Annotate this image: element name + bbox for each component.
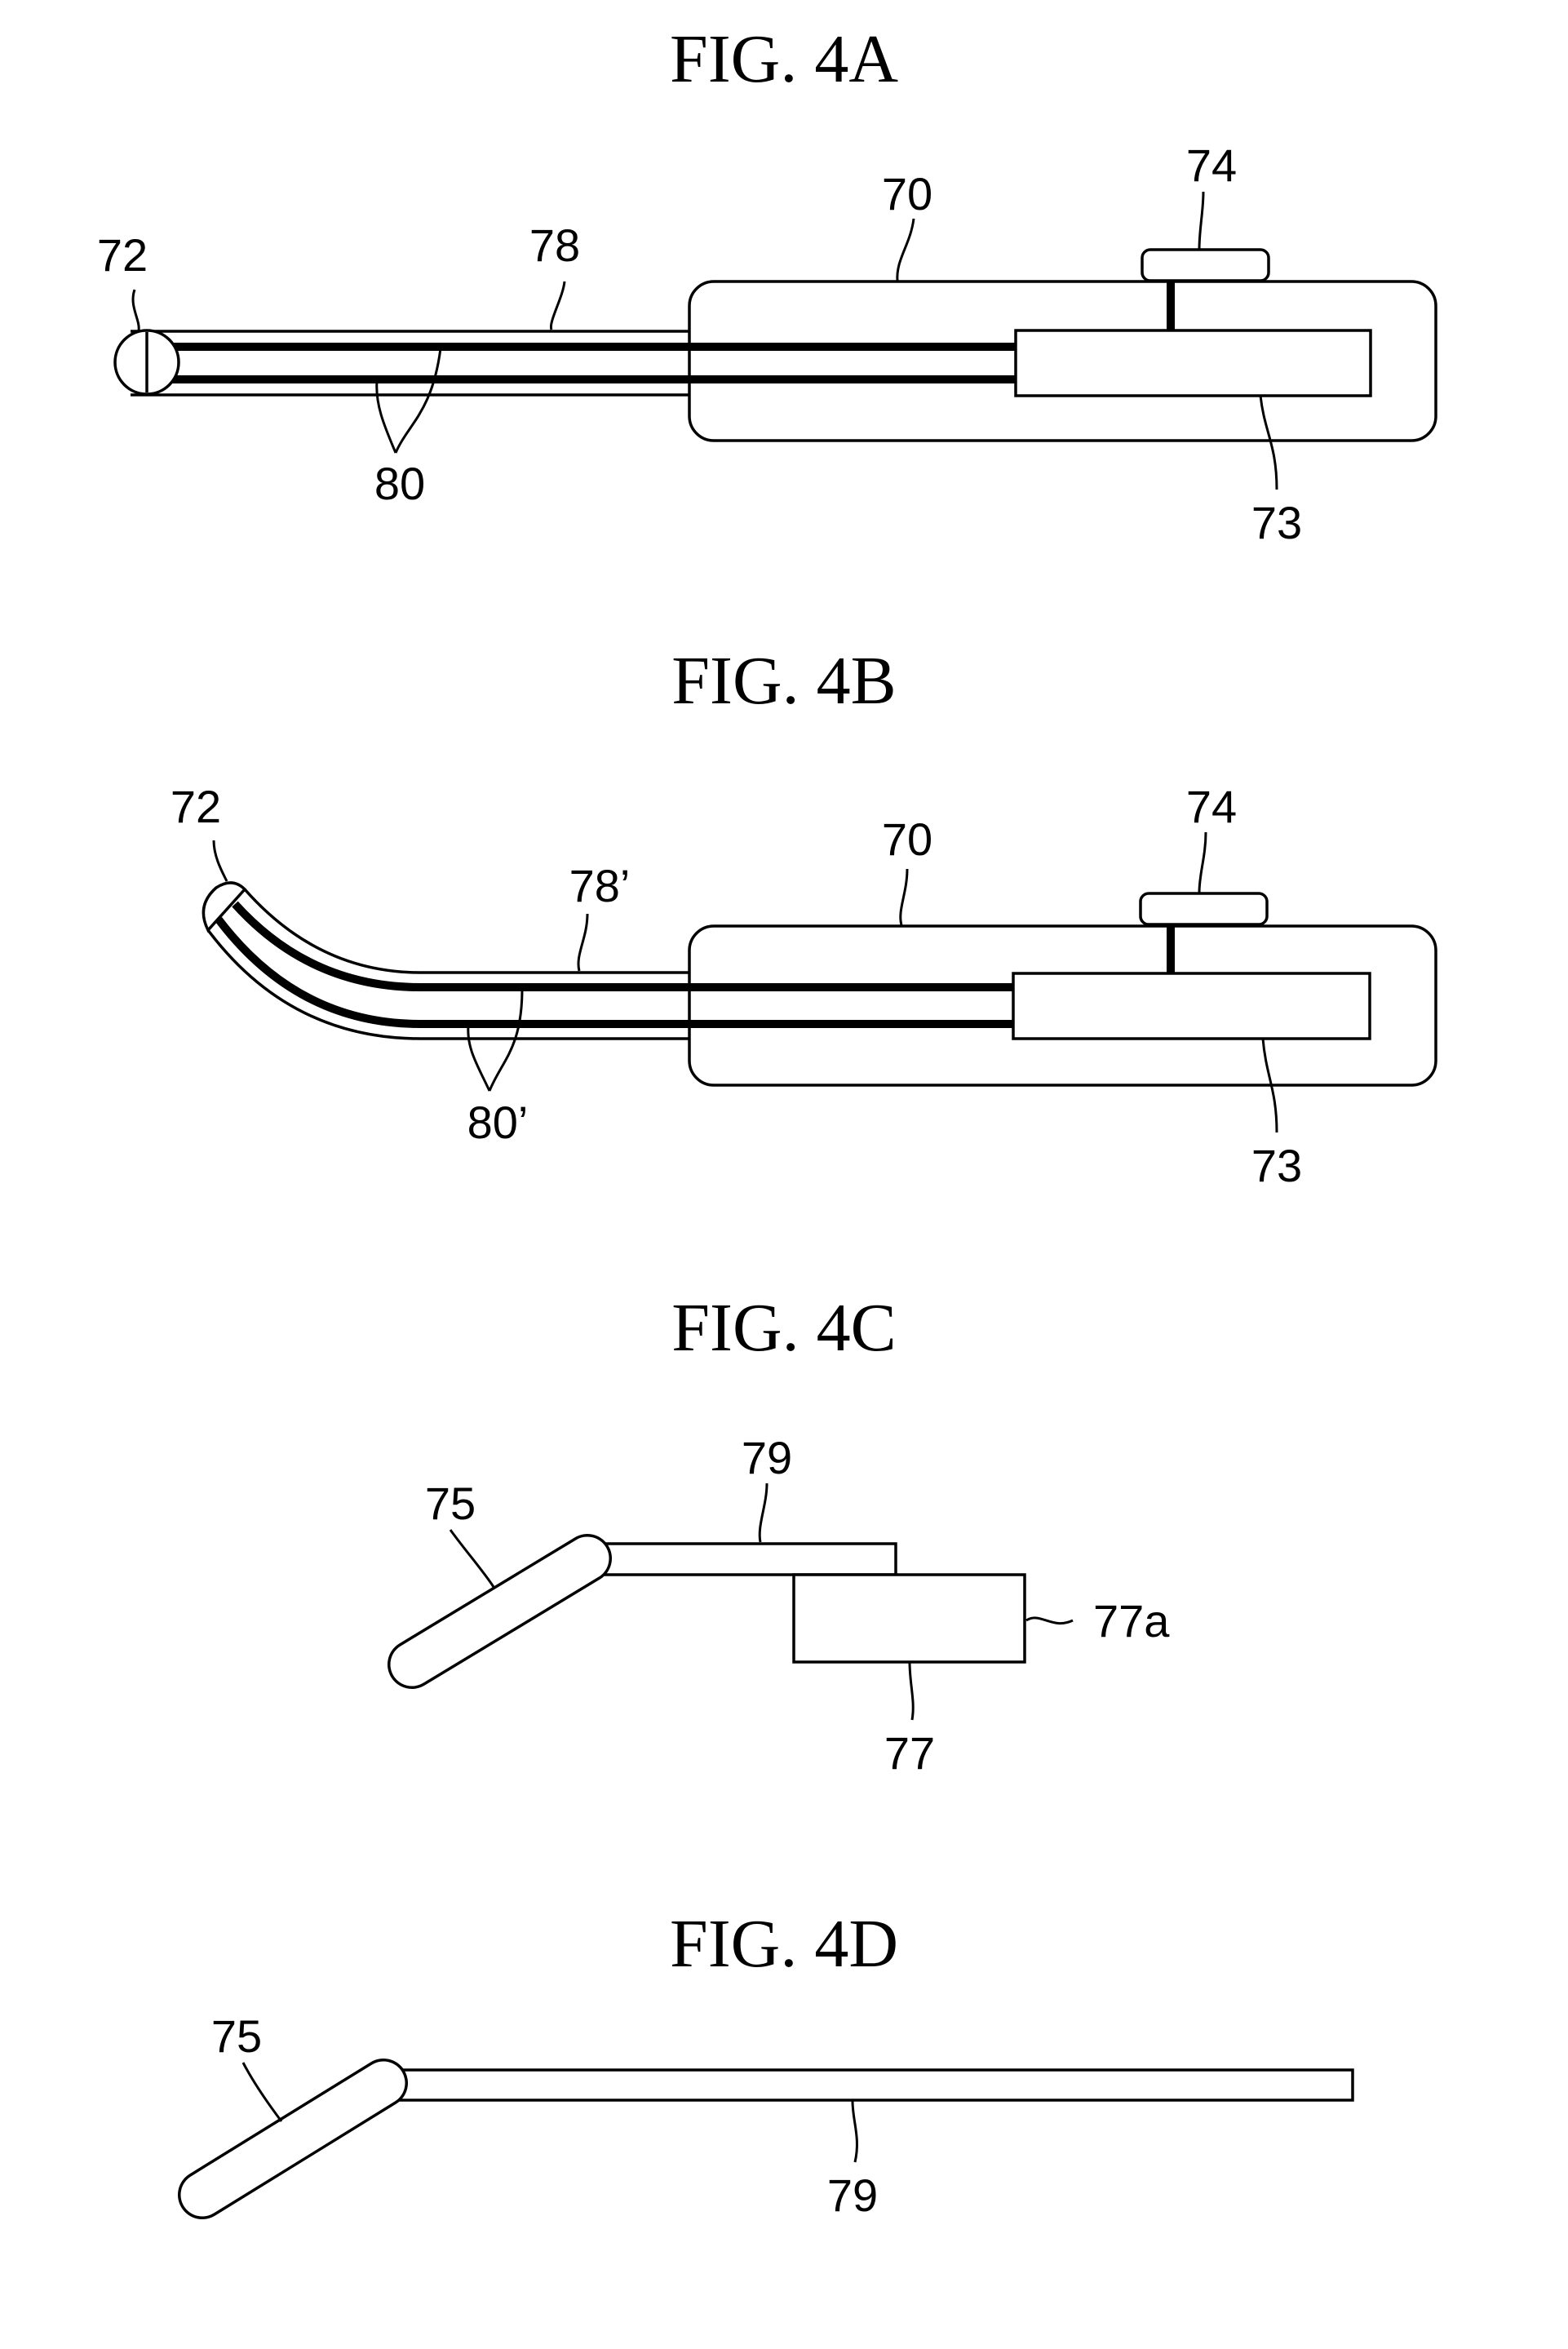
label-78: 78 <box>529 219 580 271</box>
figure-4a: FIG. 4A 72 78 70 74 80 73 <box>97 21 1436 548</box>
leader-78 <box>551 281 565 330</box>
figure-4c-title: FIG. 4C <box>671 1290 896 1366</box>
base-block <box>794 1575 1025 1662</box>
leader-77a <box>1026 1618 1073 1624</box>
figure-4b-title: FIG. 4B <box>671 643 896 719</box>
leader-75 <box>450 1530 494 1587</box>
leader-79 <box>760 1483 767 1542</box>
figure-4c: FIG. 4C 75 79 77a 77 <box>412 1290 1170 1779</box>
label-77: 77 <box>884 1727 935 1779</box>
label-72: 72 <box>97 229 148 281</box>
leader-80b <box>377 381 396 453</box>
connecting-strip <box>400 2070 1353 2100</box>
label-73: 73 <box>1251 1140 1302 1191</box>
label-73: 73 <box>1251 497 1302 548</box>
actuator-button <box>1142 250 1269 281</box>
leader-74 <box>1199 832 1206 893</box>
pad-fill <box>202 2083 383 2195</box>
figure-4b: FIG. 4B 72 78’ 70 74 80’ 73 <box>171 643 1436 1191</box>
leader-70 <box>901 869 907 925</box>
slider-block <box>1013 973 1370 1039</box>
leader-70 <box>897 219 914 281</box>
label-78prime: 78’ <box>569 860 631 911</box>
label-79: 79 <box>827 2170 878 2221</box>
pad-fill <box>412 1558 587 1664</box>
label-70: 70 <box>882 813 932 865</box>
label-80prime: 80’ <box>467 1097 529 1148</box>
leader-72 <box>214 840 227 881</box>
label-70: 70 <box>882 168 932 219</box>
connecting-strip <box>596 1544 896 1575</box>
label-80: 80 <box>374 458 425 509</box>
leader-80a <box>396 348 441 453</box>
leader-75 <box>243 2063 281 2121</box>
leader-79 <box>853 2101 857 2162</box>
label-77a: 77a <box>1093 1595 1170 1647</box>
leader-77 <box>910 1662 913 1720</box>
figure-4d-title: FIG. 4D <box>670 1906 898 1982</box>
actuator-button <box>1141 893 1267 924</box>
figure-4d: FIG. 4D 75 79 <box>202 1906 1353 2221</box>
label-74: 74 <box>1186 140 1237 191</box>
figure-4a-title: FIG. 4A <box>670 21 898 97</box>
leader-80prime-b <box>468 1026 489 1091</box>
leader-74 <box>1199 192 1203 250</box>
leader-78prime <box>578 914 587 971</box>
label-74: 74 <box>1186 781 1237 832</box>
label-75: 75 <box>425 1478 476 1529</box>
slider-block <box>1016 330 1371 396</box>
label-75: 75 <box>211 2010 262 2062</box>
label-79: 79 <box>742 1432 792 1483</box>
leader-72 <box>133 290 139 330</box>
label-72: 72 <box>171 781 221 832</box>
